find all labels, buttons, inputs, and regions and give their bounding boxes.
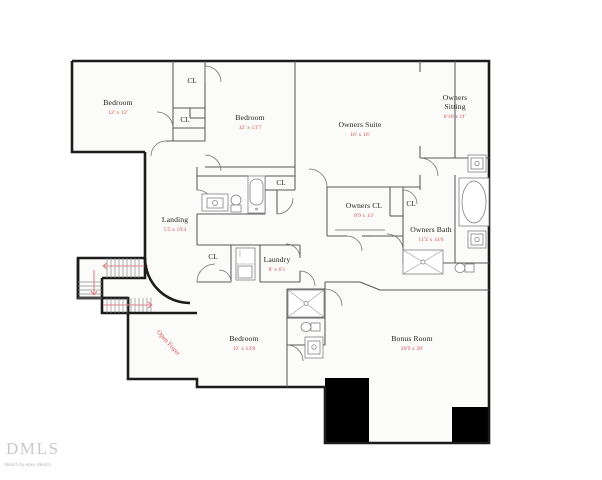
bathtub-hall: [247, 175, 266, 214]
room-label-bedroom-3: Bedroom: [229, 334, 258, 343]
vanity-owners-top: [467, 154, 487, 173]
room-label-bedroom-2: Bedroom: [235, 113, 264, 122]
room-dim-bedroom-2: 12' x 13'7: [239, 125, 262, 131]
black-block-left: [325, 378, 369, 443]
closet-label-cl-top: CL: [187, 77, 196, 85]
closet-labels: CL CL CL CL CL: [180, 77, 415, 261]
room-label-owners-sitting: Owners: [443, 93, 468, 102]
room-label-owners-bath: Owners Bath: [410, 225, 452, 234]
toilet-hall-bath: [230, 194, 242, 213]
room-dim-bedroom-3: 12' x 13'8: [233, 346, 256, 352]
room-label-laundry: Laundry: [264, 255, 291, 264]
stair-treads-upper: [106, 258, 140, 278]
room-dim-laundry: 8' x 6'1: [269, 267, 286, 273]
washer-dryer: [235, 247, 256, 281]
closet-label-cl-laundry: CL: [208, 253, 217, 261]
shower-owners: [402, 249, 444, 275]
room-label-landing: Landing: [162, 215, 188, 224]
closet-label-cl-hall: CL: [276, 179, 285, 187]
room-dim-owners-suite: 16' x 16': [350, 132, 370, 138]
room-dim-bonus-room: 20'9 x 20': [401, 346, 424, 352]
vanity-bedroom3: [304, 336, 324, 359]
watermark-logo: DMLS: [6, 439, 60, 458]
room-label-owners-cl: Owners CL: [346, 201, 383, 210]
black-block-right: [452, 407, 489, 443]
door-swings: [128, 65, 439, 362]
vanity-owners-bottom: [467, 230, 487, 249]
toilet-bedroom3: [300, 322, 321, 332]
room-dim-landing: 5'5 x 19'4: [164, 227, 187, 233]
closet-label-cl-bed1: CL: [180, 116, 189, 124]
closet-label-cl-owners-small: CL: [406, 200, 415, 208]
bathtub-owners: [458, 177, 490, 227]
watermark-credit: Sketch by Apex Sketch: [4, 462, 52, 467]
fixtures: [201, 154, 490, 359]
room-label-owners-suite: Owners Suite: [339, 120, 382, 129]
room-dim-owners-sitting: 8'10 x 11': [444, 114, 466, 120]
solid-fill-blocks: [325, 378, 489, 443]
room-label-owners-sitting-line2: Sitting: [444, 102, 465, 111]
vanity-hall-bath: [201, 193, 229, 212]
stair-treads-winder: [78, 281, 102, 299]
toilet-owners: [454, 263, 475, 273]
staircase: [78, 258, 153, 313]
exterior-walls: [70, 59, 491, 445]
room-label-bedroom-1: Bedroom: [103, 98, 132, 107]
room-dim-owners-cl: 8'9 x 13': [354, 213, 374, 219]
shower-bedroom3: [287, 289, 325, 318]
room-fills: [72, 61, 489, 443]
room-label-bonus-room: Bonus Room: [391, 334, 432, 343]
room-dim-owners-bath: 11'2 x 14'6: [418, 237, 443, 243]
stair-direction-arrows: [90, 262, 153, 309]
room-dim-bedroom-1: 12' x 12': [108, 110, 128, 116]
